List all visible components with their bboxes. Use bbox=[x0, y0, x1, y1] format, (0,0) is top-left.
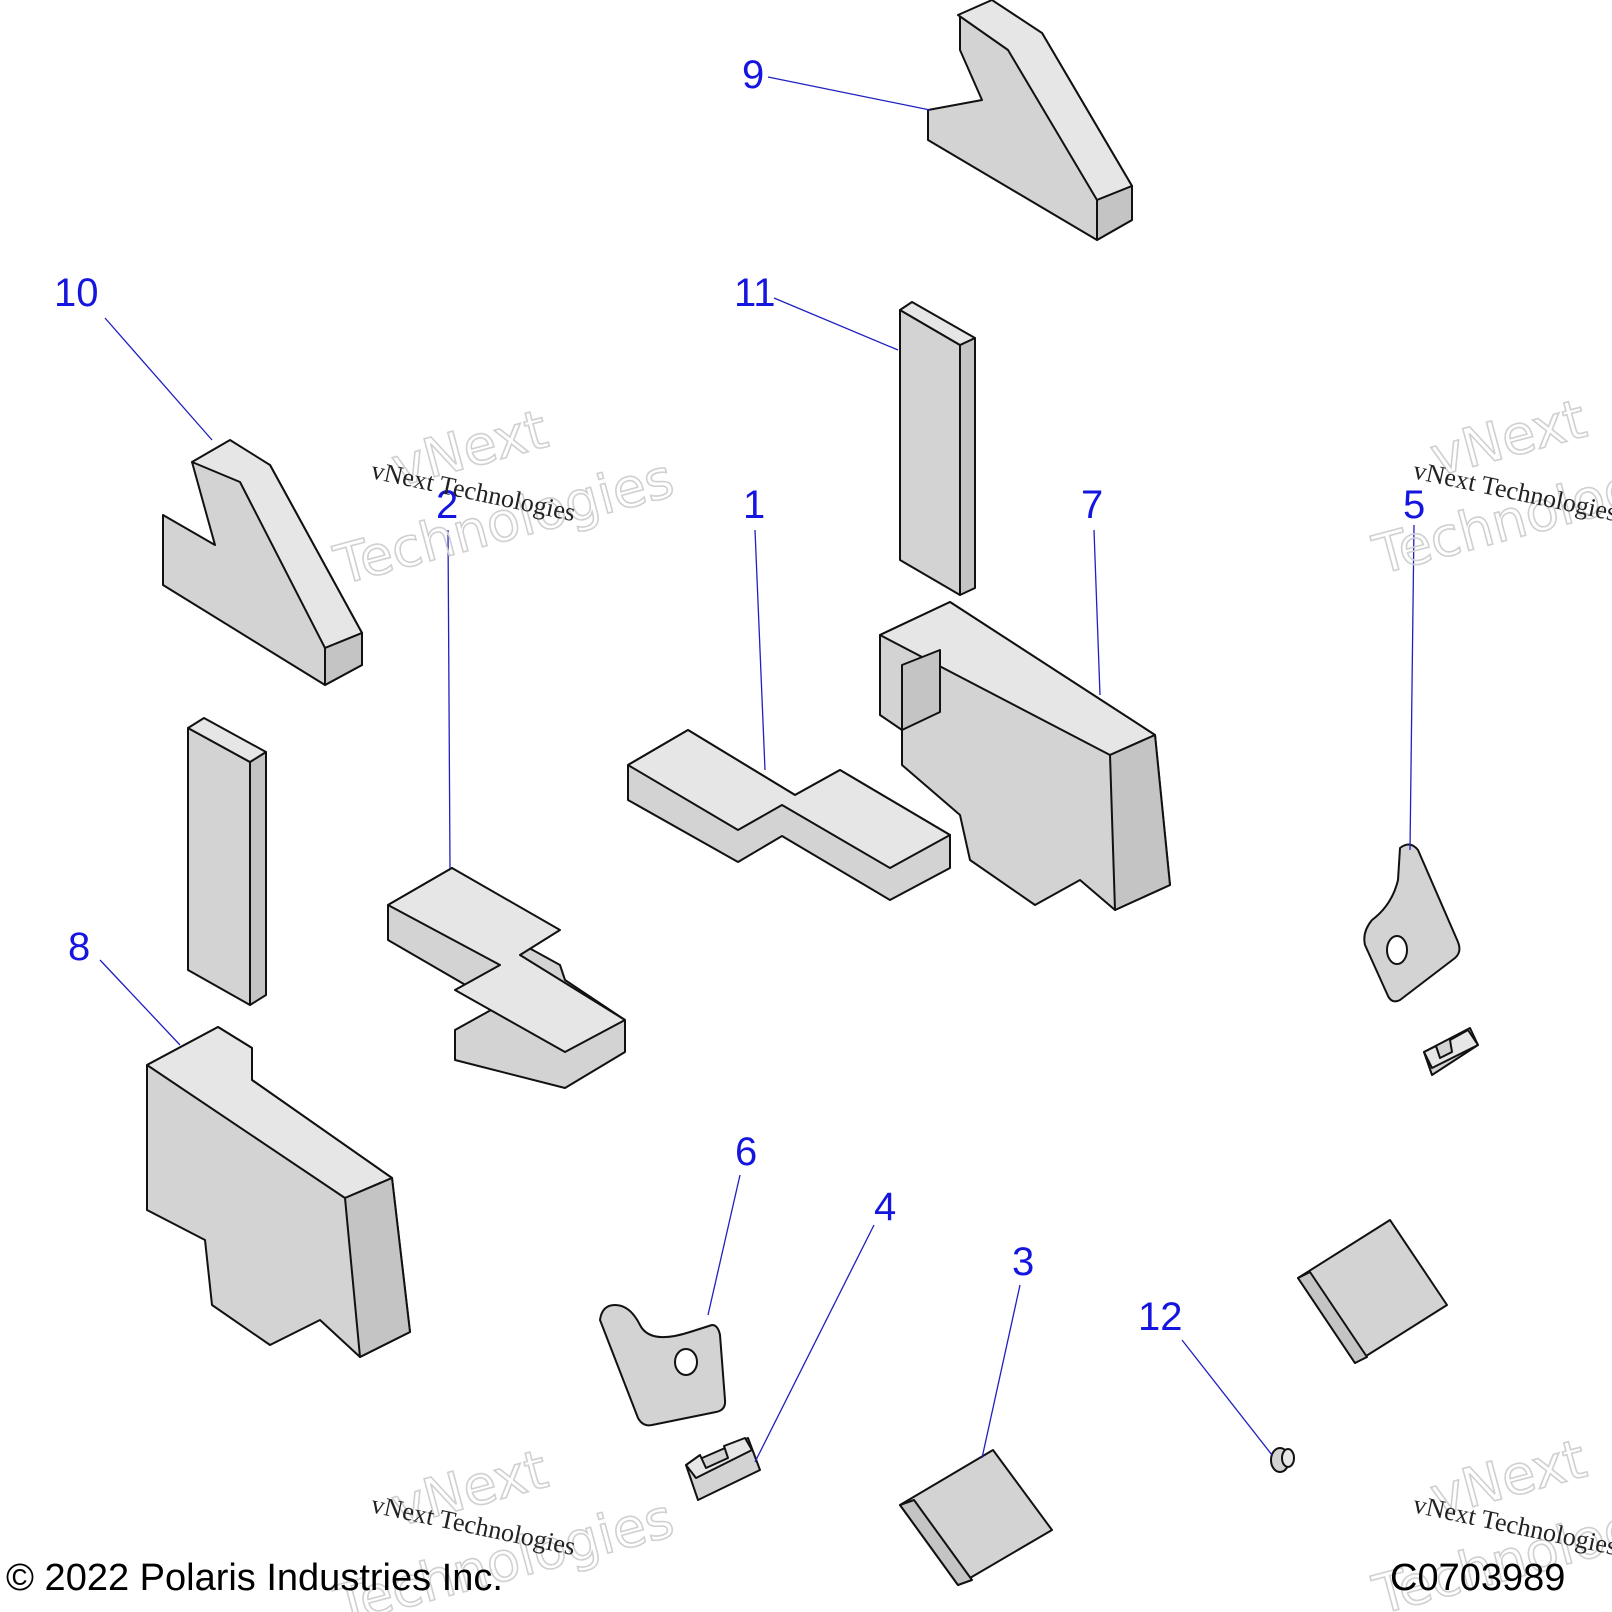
callout-11: 11 bbox=[734, 271, 776, 315]
part-4-small-clip bbox=[685, 1437, 761, 1501]
callout-9: 9 bbox=[742, 53, 764, 97]
part-12-plug bbox=[1270, 1447, 1295, 1473]
copyright-text: © 2022 Polaris Industries Inc. bbox=[6, 1557, 503, 1599]
part-2-stepped-block bbox=[387, 867, 626, 1089]
part-9-wedge-block bbox=[927, 0, 1133, 241]
part-10-wedge-block bbox=[162, 439, 363, 686]
figure-code: C0703989 bbox=[1390, 1557, 1565, 1599]
callout-1: 1 bbox=[743, 483, 765, 527]
callout-labels: 9 11 10 2 1 7 5 8 6 4 3 12 bbox=[54, 53, 1425, 1339]
part-11-flat-bar bbox=[899, 301, 976, 596]
part-7-large-block bbox=[879, 601, 1171, 911]
part-5-bracket bbox=[1363, 843, 1461, 1003]
callout-10: 10 bbox=[54, 271, 99, 315]
callout-6: 6 bbox=[735, 1130, 757, 1174]
part-8-large-block bbox=[146, 1026, 411, 1358]
callout-7: 7 bbox=[1081, 483, 1103, 527]
callout-8: 8 bbox=[68, 925, 90, 969]
part-6-bracket bbox=[599, 1304, 727, 1427]
part-small-clip-right bbox=[1423, 1027, 1479, 1076]
part-flat-bar-left bbox=[187, 717, 267, 1006]
part-1-stepped-block bbox=[627, 729, 951, 901]
callout-3: 3 bbox=[1012, 1240, 1034, 1284]
callout-5: 5 bbox=[1403, 483, 1425, 527]
leader-lines bbox=[99, 76, 1415, 1463]
callout-2: 2 bbox=[436, 483, 458, 527]
part-square-pad-right bbox=[1297, 1219, 1448, 1364]
callout-4: 4 bbox=[874, 1185, 896, 1229]
part-3-square-pad bbox=[899, 1449, 1053, 1586]
callout-12: 12 bbox=[1138, 1295, 1183, 1339]
